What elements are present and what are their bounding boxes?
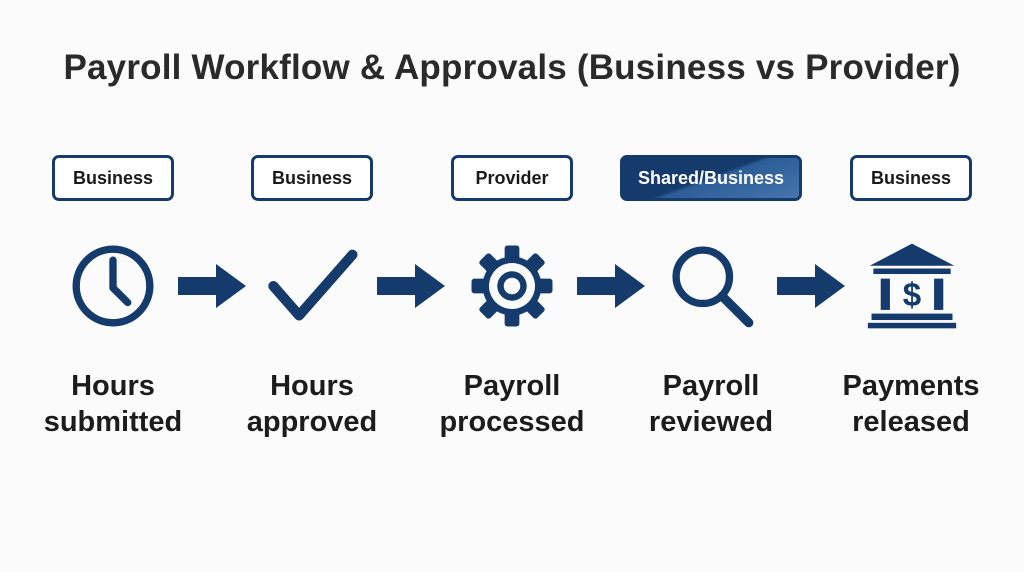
step-label-3: Payroll processed bbox=[412, 368, 612, 440]
step-label-line: approved bbox=[246, 406, 378, 438]
step-label-line: processed bbox=[439, 406, 585, 438]
step-label-line: Payments bbox=[842, 370, 980, 402]
owner-badge-step-3: Provider bbox=[451, 155, 573, 201]
step-label-line: reviewed bbox=[648, 406, 774, 438]
arrow-right-icon bbox=[577, 264, 645, 308]
arrow-right-icon bbox=[377, 264, 445, 308]
arrow-right-icon bbox=[178, 264, 246, 308]
owner-badge-step-4: Shared/Business bbox=[620, 155, 802, 201]
step-label-5: Payments released bbox=[811, 368, 1011, 440]
step-label-2: Hours approved bbox=[212, 368, 412, 440]
step-label-4: Payroll reviewed bbox=[611, 368, 811, 440]
step-label-line: Payroll bbox=[662, 370, 760, 402]
gear-icon bbox=[471, 245, 553, 327]
step-label-line: submitted bbox=[43, 406, 183, 438]
svg-text:$: $ bbox=[903, 277, 921, 314]
owner-badge-step-2: Business bbox=[251, 155, 373, 201]
magnifier-icon bbox=[672, 246, 754, 328]
clock-icon bbox=[72, 245, 154, 327]
step-label-line: Hours bbox=[71, 370, 155, 402]
step-label-line: Hours bbox=[270, 370, 354, 402]
checkmark-icon bbox=[268, 249, 358, 321]
bank-icon: $ bbox=[867, 243, 957, 329]
owner-badge-step-5: Business bbox=[850, 155, 972, 201]
step-label-1: Hours submitted bbox=[13, 368, 213, 440]
step-label-line: Payroll bbox=[463, 370, 561, 402]
page-title: Payroll Workflow & Approvals (Business v… bbox=[63, 48, 961, 87]
arrow-right-icon bbox=[777, 264, 845, 308]
owner-badge-step-1: Business bbox=[52, 155, 174, 201]
step-label-line: released bbox=[852, 406, 970, 438]
